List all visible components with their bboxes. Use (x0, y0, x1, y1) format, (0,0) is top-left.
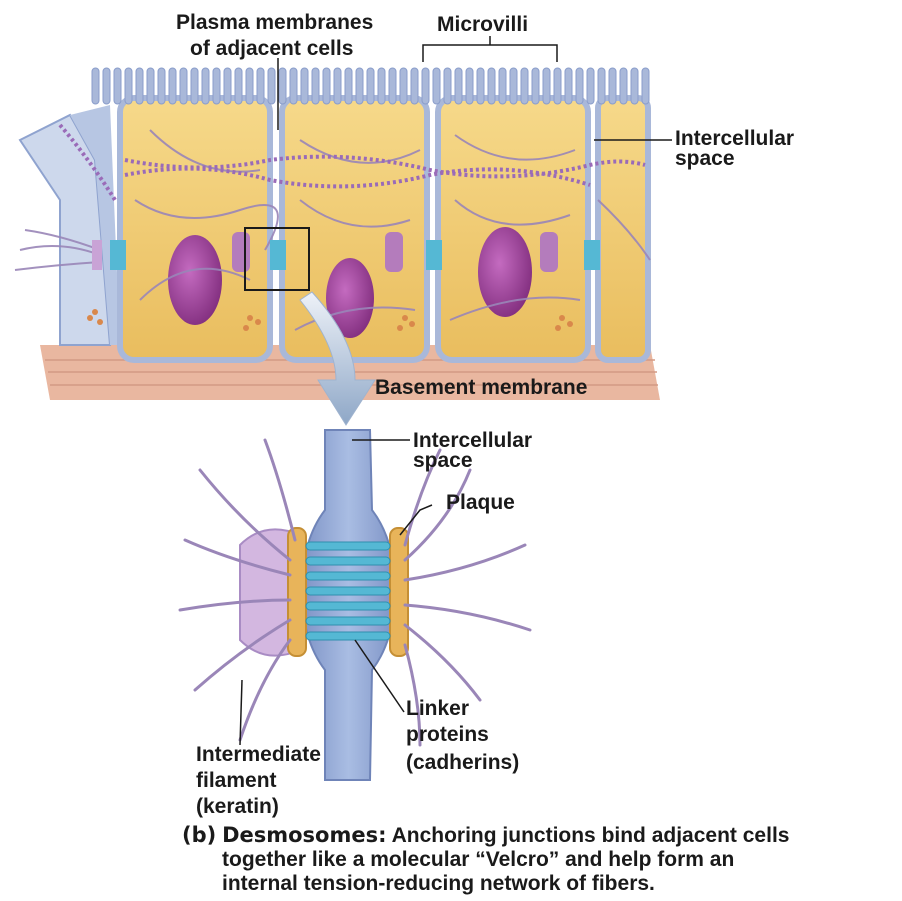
microvillus (355, 67, 364, 105)
zoomed-desmosome (239, 429, 409, 781)
nucleus-1 (168, 235, 222, 325)
label-intercellular-space-zoom-2: space (413, 449, 473, 472)
microvillus (432, 67, 441, 105)
caption-line-3: internal tension-reducing network of fib… (222, 872, 655, 895)
microvillus (509, 67, 518, 105)
microvillus (564, 67, 573, 105)
microvillus (245, 67, 254, 105)
microvillus (487, 67, 496, 105)
label-intercellular-space-top-2: space (675, 147, 735, 170)
microvillus (542, 67, 551, 105)
linker-protein (305, 586, 391, 596)
gap-junction-dots (87, 309, 573, 331)
microvillus (520, 67, 529, 105)
microvillus (256, 67, 265, 105)
caption-letter: (b) (182, 823, 217, 847)
microvillus (311, 67, 320, 105)
microvillus (586, 67, 595, 105)
microvillus (498, 67, 507, 105)
microvillus (113, 67, 122, 105)
label-plaque: Plaque (446, 491, 515, 514)
label-filament-2: filament (196, 769, 277, 792)
linker-protein (305, 616, 391, 626)
microvillus (388, 67, 397, 105)
boundary-desmosomes (92, 232, 600, 272)
microvillus (267, 67, 276, 105)
microvillus (597, 67, 606, 105)
label-filament-1: Intermediate (196, 743, 321, 766)
microvillus (410, 67, 419, 105)
microvillus (135, 67, 144, 105)
caption-line-2: together like a molecular “Velcro” and h… (222, 848, 735, 871)
label-microvilli: Microvilli (437, 13, 529, 36)
label-linker-3: (cadherins) (406, 751, 520, 774)
linker-proteins (305, 541, 391, 641)
caption-line-1: Anchoring junctions bind adjacent cells (391, 824, 790, 847)
microvillus (531, 67, 540, 105)
microvillus (146, 67, 155, 105)
microvillus (234, 67, 243, 105)
zoom-box (244, 227, 310, 291)
microvillus (421, 67, 430, 105)
microvillus (190, 67, 199, 105)
microvillus (619, 67, 628, 105)
microvillus (344, 67, 353, 105)
zoom-arrow (299, 291, 376, 426)
linker-protein (305, 631, 391, 641)
microvillus (366, 67, 375, 105)
microvillus (553, 67, 562, 105)
microvillus (223, 67, 232, 105)
label-filament-3: (keratin) (196, 795, 279, 818)
microvillus (201, 67, 210, 105)
label-intercellular-space-top: Intercellular (675, 127, 795, 150)
microvillus (179, 67, 188, 105)
plaque-left (287, 527, 307, 657)
microvillus (278, 67, 287, 105)
linker-protein (305, 556, 391, 566)
nucleus-2 (326, 258, 374, 338)
microvillus (377, 67, 386, 105)
linker-protein (305, 541, 391, 551)
microvillus (212, 67, 221, 105)
microvillus (300, 67, 309, 105)
microvillus (641, 67, 650, 105)
microvillus (399, 67, 408, 105)
label-linker-1: Linker (406, 697, 470, 720)
microvillus (102, 67, 111, 105)
linker-protein (305, 601, 391, 611)
microvillus (575, 67, 584, 105)
cell-4 (595, 95, 651, 363)
plaque-right (389, 527, 409, 657)
label-linker-2: proteins (406, 723, 489, 746)
cell-3 (435, 95, 591, 363)
left-cell-membrane (18, 105, 120, 346)
label-of-adjacent-cells: of adjacent cells (190, 37, 354, 60)
microvillus (454, 67, 463, 105)
microvillus (476, 67, 485, 105)
microvillus (322, 67, 331, 105)
microvillus (333, 67, 342, 105)
microvillus (124, 67, 133, 105)
label-basement-membrane: Basement membrane (375, 376, 588, 399)
microvillus (465, 67, 474, 105)
label-intercellular-space-zoom: Intercellular (413, 429, 533, 452)
figure-caption: (b) Desmosomes: Anchoring junctions bind… (182, 823, 897, 896)
zoom-filaments (178, 438, 532, 747)
label-plasma-membranes: Plasma membranes (176, 11, 374, 34)
nucleus-3 (478, 227, 532, 317)
microvillus (91, 67, 100, 105)
microvilli (91, 67, 650, 105)
microvillus (630, 67, 639, 105)
caption-title: Desmosomes: (222, 823, 387, 847)
junction-strands (58, 123, 646, 202)
microvillus (168, 67, 177, 105)
linker-protein (305, 571, 391, 581)
microvillus (608, 67, 617, 105)
microvillus (289, 67, 298, 105)
microvillus (157, 67, 166, 105)
leader-lines (239, 36, 672, 746)
microvillus (443, 67, 452, 105)
